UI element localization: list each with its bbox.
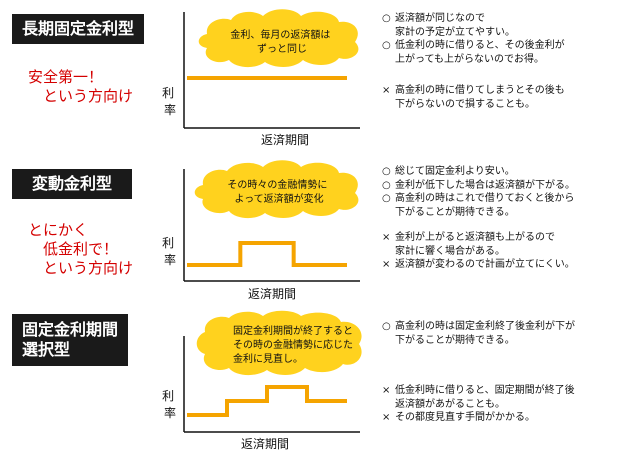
cloud-text: 金利、毎月の返済額は ずっと同じ bbox=[230, 28, 333, 55]
note-item: × 高金利の時に借りてしまうとその後も 下がらないので損することも。 bbox=[382, 84, 617, 111]
note-text: 金利が低下した場合は返済額が下がる。 bbox=[395, 179, 575, 191]
note-item: ○ 総じて固定金利より安い。 bbox=[382, 165, 617, 179]
cloud-line: その時の金融情勢に応じた bbox=[233, 338, 353, 351]
section-fixed-rate: 長期固定金利型 安全第一！ という方向け 金利、毎月の返済額は ずっと同じ 利 … bbox=[0, 0, 620, 150]
rate-line-group bbox=[187, 385, 347, 417]
cloud-line: その時々の金融情勢に bbox=[227, 178, 327, 191]
note-text: 返済額が同じなので 家計の予定が立てやすい。 bbox=[395, 13, 515, 38]
note-mark: ○ bbox=[382, 179, 391, 191]
rate-diagram: 固定金利期間が終了すると その時の金融情勢に応じた 金利に見直し。 利 率 返済… bbox=[162, 310, 362, 451]
notes-list: ○ 返済額が同じなので 家計の予定が立てやすい。 ○ 低金利の時に借りると、その後金… bbox=[382, 12, 617, 111]
ylabel-char: 利 bbox=[162, 389, 174, 403]
note-mark: × bbox=[382, 232, 391, 243]
section-variable-rate: 変動金利型 とにかく 低金利で！ という方向け その時々の金融情勢に よって返済… bbox=[0, 155, 620, 305]
cloud-line: 金利に見直し。 bbox=[233, 352, 303, 365]
note-item: ○ 金利が低下した場合は返済額が下がる。 bbox=[382, 179, 617, 193]
note-mark: × bbox=[382, 412, 391, 423]
ylabel-char: 利 bbox=[162, 236, 174, 250]
note-text: 総じて固定金利より安い。 bbox=[395, 166, 515, 177]
note-item: × 金利が上がると返済額も上がるので 家計に響く場合がある。 bbox=[382, 231, 617, 258]
note-item: × 返済額が変わるので計画が立てにくい。 bbox=[382, 258, 617, 272]
x-axis-label: 返済期間 bbox=[241, 436, 289, 451]
x-axis-label: 返済期間 bbox=[261, 132, 309, 147]
note-text: 高金利の時は固定金利終了後金利が下が 下がることが期待できる。 bbox=[395, 321, 575, 346]
rate-line-group bbox=[187, 241, 347, 267]
note-mark: × bbox=[382, 85, 391, 96]
note-item: ○ 返済額が同じなので 家計の予定が立てやすい。 bbox=[382, 12, 617, 39]
ylabel-char: 率 bbox=[164, 405, 176, 420]
rate-diagram: その時々の金融情勢に よって返済額が変化 利 率 返済期間 bbox=[162, 160, 360, 301]
rate-diagram: 金利、毎月の返済額は ずっと同じ 利 率 返済期間 bbox=[162, 9, 360, 147]
note-mark: ○ bbox=[382, 193, 391, 204]
note-mark: ○ bbox=[382, 166, 391, 177]
note-item: ○ 低金利の時に借りると、その後金利が 上がっても上がらないのでお得。 bbox=[382, 39, 617, 66]
note-text: その都度見直す手間がかかる。 bbox=[395, 412, 535, 423]
note-mark: ○ bbox=[382, 321, 391, 332]
cloud-text: 固定金利期間が終了すると その時の金融情勢に応じた 金利に見直し。 bbox=[233, 324, 356, 365]
speech-cloud bbox=[196, 310, 362, 376]
cloud-text: その時々の金融情勢に よって返済額が変化 bbox=[227, 178, 330, 205]
note-text: 金利が上がると返済額も上がるので 家計に響く場合がある。 bbox=[395, 232, 555, 257]
note-item: ○ 高金利の時は固定金利終了後金利が下が 下がることが期待できる。 bbox=[382, 320, 617, 347]
section-title: 固定金利期間 選択型 bbox=[12, 314, 129, 366]
section-fixed-period-rate: 固定金利期間 選択型 固定金利期間が終了すると その時の金融情勢に応じた 金利に… bbox=[0, 310, 620, 460]
note-mark: ○ bbox=[382, 13, 391, 24]
note-item: × その都度見直す手間がかかる。 bbox=[382, 411, 617, 425]
note-text: 低金利の時に借りると、その後金利が 上がっても上がらないのでお得。 bbox=[395, 40, 565, 65]
section-title: 長期固定金利型 bbox=[12, 14, 145, 44]
speech-cloud bbox=[194, 160, 359, 219]
cloud-line: 金利、毎月の返済額は bbox=[230, 28, 330, 41]
cloud-line: 固定金利期間が終了すると bbox=[233, 324, 353, 337]
speech-cloud bbox=[198, 9, 359, 68]
notes-list: ○ 高金利の時は固定金利終了後金利が下が 下がることが期待できる。 × 低金利時に借… bbox=[382, 320, 617, 425]
y-axis-label: 利 率 bbox=[162, 236, 178, 267]
note-text: 低金利時に借りると、固定期間が終了後 返済額があがることも。 bbox=[395, 385, 575, 410]
ylabel-char: 率 bbox=[164, 102, 176, 117]
note-mark: ○ bbox=[382, 40, 391, 51]
y-axis-label: 利 率 bbox=[162, 389, 178, 420]
note-text: 返済額が変わるので計画が立てにくい。 bbox=[395, 259, 575, 270]
note-item: × 低金利時に借りると、固定期間が終了後 返済額があがることも。 bbox=[382, 384, 617, 411]
rate-line bbox=[187, 385, 347, 417]
y-axis-label: 利 率 bbox=[162, 86, 178, 117]
note-mark: × bbox=[382, 259, 391, 270]
cloud-line: ずっと同じ bbox=[257, 43, 307, 55]
note-text: 高金利の時はこれで借りておくと後から 下がることが期待できる。 bbox=[395, 193, 575, 218]
rate-line bbox=[187, 241, 347, 267]
section-slogan: とにかく 低金利で！ という方向け bbox=[28, 221, 134, 277]
note-item: ○ 高金利の時はこれで借りておくと後から 下がることが期待できる。 bbox=[382, 192, 617, 219]
ylabel-char: 率 bbox=[164, 252, 176, 267]
section-slogan: 安全第一！ という方向け bbox=[28, 68, 134, 105]
note-mark: × bbox=[382, 385, 391, 396]
section-title: 変動金利型 bbox=[12, 169, 133, 199]
ylabel-char: 利 bbox=[162, 86, 174, 100]
notes-list: ○ 総じて固定金利より安い。 ○ 金利が低下した場合は返済額が下がる。 ○ 高金利の時… bbox=[382, 165, 617, 272]
note-text: 高金利の時に借りてしまうとその後も 下がらないので損することも。 bbox=[395, 85, 565, 110]
x-axis-label: 返済期間 bbox=[248, 286, 296, 301]
cloud-line: よって返済額が変化 bbox=[234, 192, 323, 205]
